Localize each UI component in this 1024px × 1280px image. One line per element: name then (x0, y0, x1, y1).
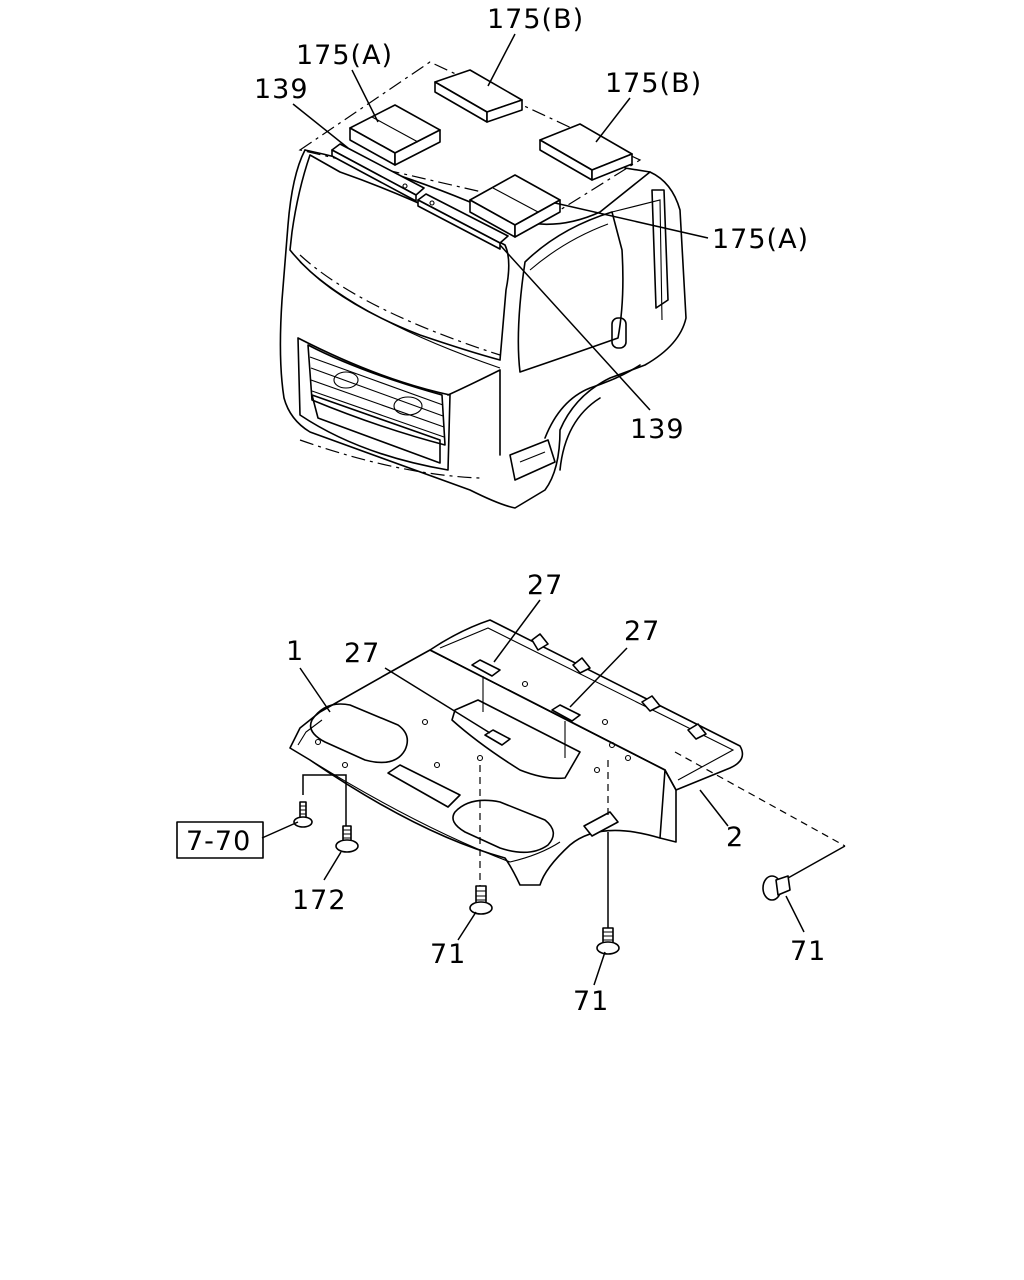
roof-pad-175a-left (349, 104, 441, 166)
callout-139-left: 139 (254, 74, 309, 105)
fastener-71-far-right (762, 875, 791, 901)
fastener-71-center (469, 885, 493, 915)
fastener-71-right-lower (596, 927, 620, 955)
roof-pad-175a-right (469, 174, 561, 238)
callout-175b-top: 175(B) (487, 4, 584, 35)
callout-139-right: 139 (630, 414, 685, 445)
roof-pad-175b-right (539, 123, 633, 181)
truck-cab-illustration (279, 61, 687, 509)
callout-27-left: 27 (344, 638, 380, 669)
callout-27-right: 27 (624, 616, 660, 647)
callout-175a-left: 175(A) (296, 40, 393, 71)
fastener-dashed-lines (302, 751, 846, 928)
callout-1: 1 (286, 636, 304, 667)
headliner-illustration (289, 619, 744, 886)
callout-172: 172 (292, 885, 347, 916)
callout-71-far-right: 71 (790, 936, 826, 967)
roof-plate-139-left (331, 143, 425, 202)
reference-box (176, 821, 264, 859)
roof-pad-175b-top (434, 69, 523, 123)
callout-71-center: 71 (430, 939, 466, 970)
callout-27-top: 27 (527, 570, 563, 601)
callout-71-right-lower: 71 (573, 986, 609, 1017)
roof-plate-139-right (417, 193, 509, 250)
cab-leader-lines (292, 33, 709, 411)
screw-172 (335, 825, 359, 853)
callout-7-70: 7-70 (186, 826, 251, 857)
screw-7-70 (293, 801, 313, 828)
callout-175a-right: 175(A) (712, 224, 809, 255)
headliner-leader-lines (261, 599, 805, 986)
callout-175b-right: 175(B) (605, 68, 702, 99)
callout-2: 2 (726, 822, 744, 853)
